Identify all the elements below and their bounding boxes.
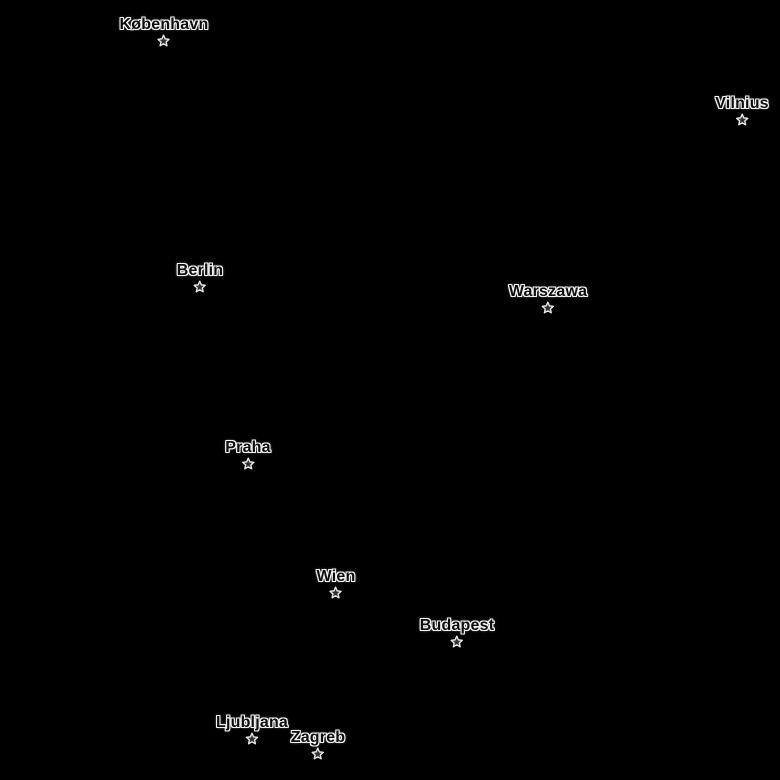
star-icon [450,635,464,648]
city-label: Praha [225,439,271,456]
star-icon [311,747,325,760]
city-label: Budapest [419,617,495,634]
city-marker-warszawa[interactable]: Warszawa [509,282,587,314]
city-marker-wien[interactable]: Wien [317,567,356,599]
star-icon [245,732,259,745]
city-label: Zagreb [290,729,346,746]
city-marker-berlin[interactable]: Berlin [177,261,224,293]
city-label: Warszawa [508,283,588,300]
city-marker-budapest[interactable]: Budapest [420,616,495,648]
city-label: Wien [316,568,356,585]
star-icon [735,113,749,126]
city-marker-ljubljana[interactable]: Ljubljana [216,713,288,745]
star-icon [157,34,171,47]
city-label: Vilnius [715,95,769,112]
city-marker-zagreb[interactable]: Zagreb [291,728,346,760]
star-icon [329,586,343,599]
city-label: Berlin [176,262,224,279]
city-marker-vilnius[interactable]: Vilnius [715,94,769,126]
city-label: København [119,16,209,33]
star-icon [241,457,255,470]
city-marker-praha[interactable]: Praha [225,438,271,470]
city-label: Ljubljana [215,714,289,731]
star-icon [193,280,207,293]
city-marker-k-benhavn[interactable]: København [120,15,209,47]
star-icon [541,301,555,314]
